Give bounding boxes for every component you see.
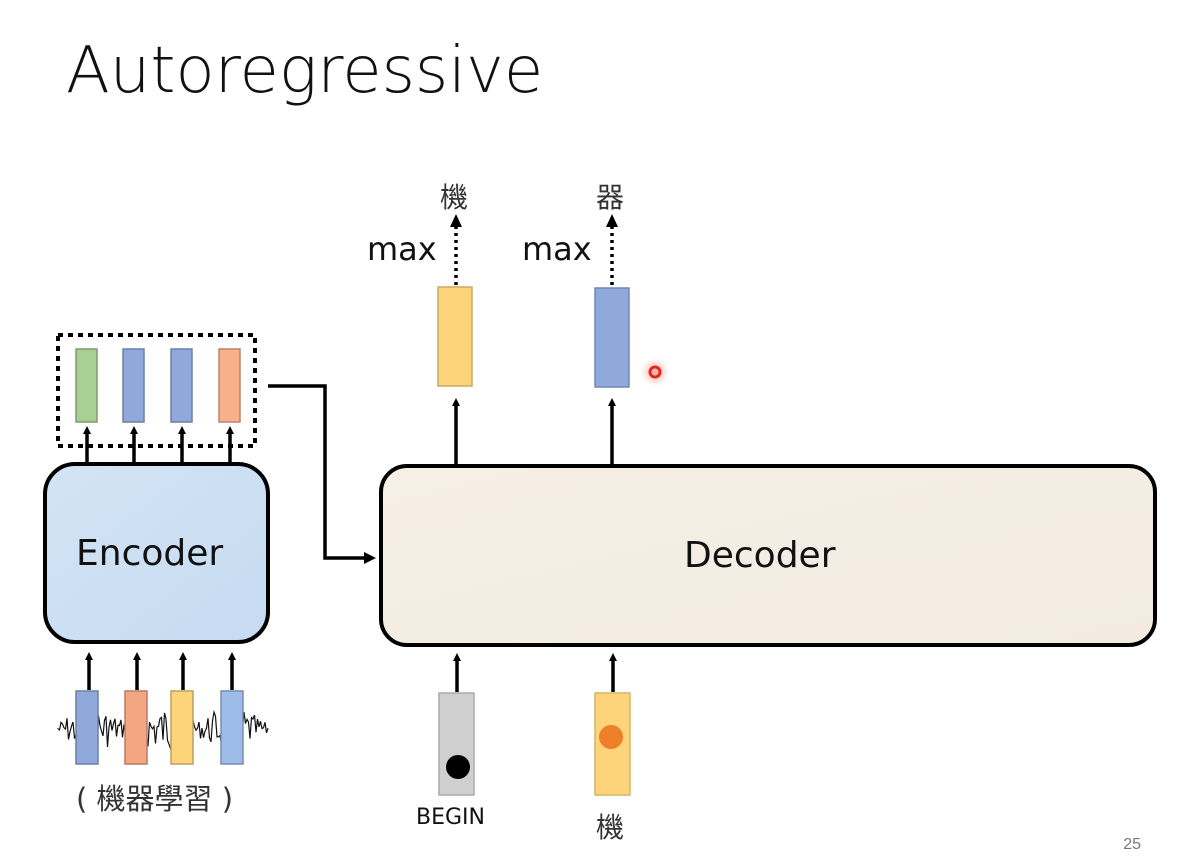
- decoder-output-arrows: [452, 398, 616, 465]
- encoder-output-vector: [218, 348, 241, 423]
- encoder-to-decoder-connector: [268, 384, 376, 564]
- decoder-output-vector-1: [437, 286, 473, 387]
- encoder-output-vector: [75, 348, 98, 423]
- encoder-output-vectors: [75, 348, 241, 423]
- slide-title: Autoregressive: [66, 34, 544, 108]
- encoder-input-vector: [75, 690, 99, 765]
- decoder-input-vector-begin: [438, 692, 475, 796]
- max-arrowheads: [450, 214, 618, 227]
- encoder-input-arrows: [85, 652, 236, 690]
- encoder-output-arrows: [83, 426, 234, 465]
- ji-token-dot: [599, 725, 623, 749]
- output-token-2: 器: [596, 181, 625, 214]
- begin-token-label: BEGIN: [416, 805, 485, 830]
- decoder-input-arrows: [453, 653, 617, 692]
- page-number: 25: [1123, 836, 1141, 853]
- output-token-1: 機: [440, 181, 469, 214]
- encoder-output-group: [56, 333, 257, 448]
- encoder-input-vector: [220, 690, 244, 765]
- encoder-input-caption: ( 機器學習 ): [76, 782, 234, 816]
- decoder-block: [379, 464, 1157, 647]
- max-label-1: max: [367, 230, 437, 268]
- encoder-output-vector: [170, 348, 193, 423]
- encoder-output-vector: [122, 348, 145, 423]
- encoder-input-vectors: [75, 690, 244, 765]
- laser-pointer-cursor: [641, 358, 669, 386]
- decoder-label: Decoder: [684, 535, 836, 576]
- begin-token-dot: [446, 755, 470, 779]
- encoder-input-vector: [124, 690, 148, 765]
- encoder-label: Encoder: [76, 533, 224, 574]
- max-label-2: max: [522, 230, 592, 268]
- encoder-input-vector: [170, 690, 194, 765]
- encoder-block: [43, 462, 270, 644]
- max-arrows: [454, 225, 614, 285]
- decoder-output-vector-2: [594, 287, 630, 388]
- input-token-ji-label: 機: [596, 811, 625, 844]
